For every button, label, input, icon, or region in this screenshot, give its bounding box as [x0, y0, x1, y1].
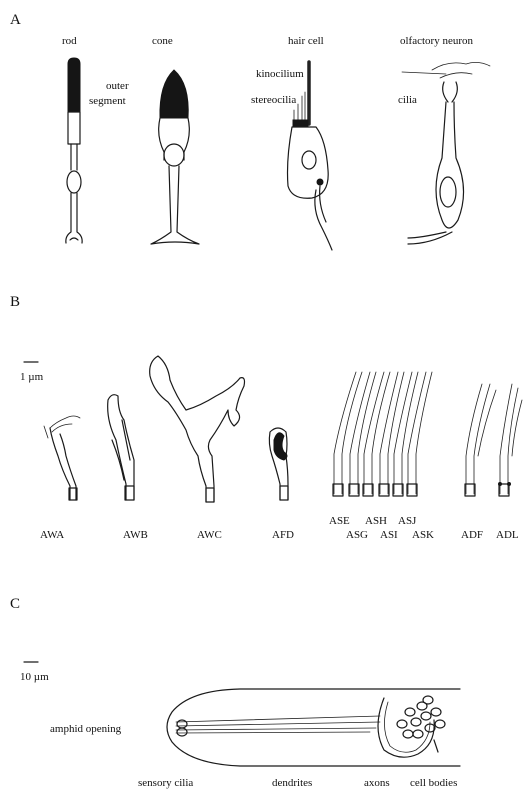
dendrite-bundle [176, 716, 380, 733]
cell-body-cluster [397, 696, 445, 738]
